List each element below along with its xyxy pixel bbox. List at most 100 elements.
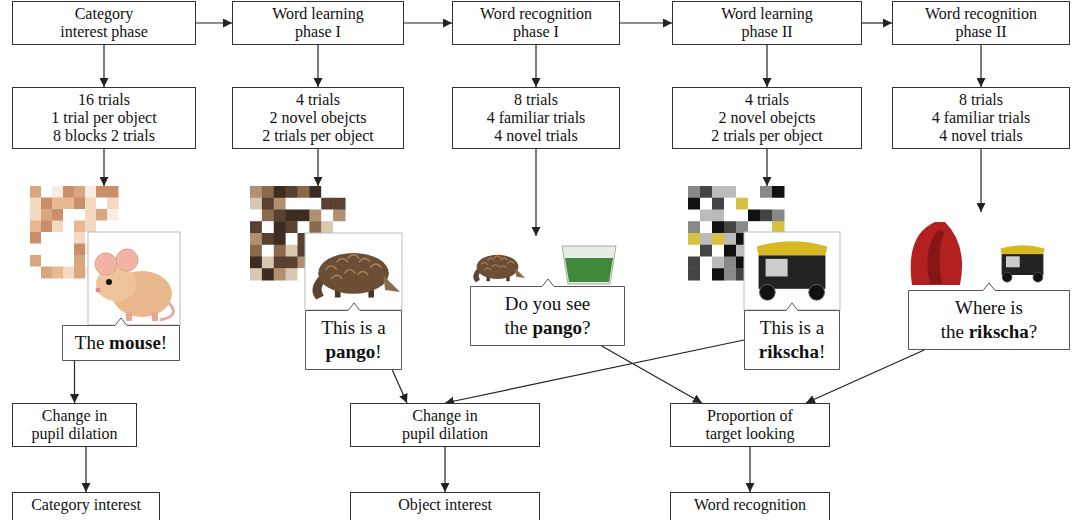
scrambled-picture [63,232,75,244]
flow-arrow [404,22,452,23]
scrambled-picture [321,198,333,210]
box-label: 2 novel obejcts [677,109,857,127]
box-label: Category interest phase [17,5,191,41]
scrambled-picture [85,209,97,221]
scrambled-picture [772,210,785,222]
pangolin-picture [473,255,525,282]
scrambled-picture [286,233,298,245]
scrambled-picture [286,245,298,257]
bubble-outline-path [306,303,402,370]
scrambled-picture [688,233,701,245]
box-label: Proportion of target looking [675,407,825,443]
scrambled-picture [712,257,725,269]
scrambled-picture [30,221,42,233]
box-label: 4 familiar trials [897,109,1065,127]
scrambled-picture [30,244,42,256]
mouse-picture [152,312,158,321]
scrambled-picture [52,186,64,198]
scrambled-picture [85,186,97,198]
flow-arrow [535,45,536,87]
scrambled-picture [74,209,86,221]
scrambled-picture [688,186,701,198]
scrambled-picture [286,268,298,280]
scrambled-picture [52,209,64,221]
scrambled-picture [700,221,713,233]
rikscha-picture [1002,272,1012,282]
scrambled-picture [712,210,725,222]
flow-arrow [602,346,702,403]
scrambled-picture [107,221,119,233]
bubble-outline-path [909,283,1070,350]
scrambled-picture [736,186,749,198]
flow-arrow [317,45,318,87]
box-label: 8 blocks 2 trials [17,127,191,145]
flow-arrow [196,22,232,23]
box-label: Word recognition phase II [897,5,1065,41]
scrambled-picture [298,198,310,210]
scrambled-picture [274,186,286,198]
flow-arrow [392,370,407,403]
speech-bubble: The mouse! [30,186,180,361]
rikscha-picture [757,241,827,300]
flow-arrow [980,45,981,87]
bubble-outline-path [471,279,625,346]
scrambled-picture [250,257,262,269]
scrambled-picture [52,255,64,267]
scrambled-picture [41,244,53,256]
flow-arrow [103,149,104,186]
speech-bubble: This is a pango! [250,186,402,370]
bubble-outline: Where is the rikscha? [908,290,1070,350]
scrambled-picture [298,186,310,198]
mouse-picture [96,288,101,293]
box-label: 8 trials [457,91,615,109]
flow-arrow [103,45,104,87]
trial-info-box: 4 trials2 novel obejcts2 trials per obje… [672,87,862,149]
scrambled-picture [250,245,262,257]
scrambled-picture [30,186,42,198]
scrambled-picture [724,233,737,245]
box-label: 4 trials [237,91,399,109]
scrambled-picture [333,198,345,210]
scrambled-picture [250,221,262,233]
scrambled-picture [74,267,86,279]
scrambled-picture [724,186,737,198]
trial-info-box: 16 trials1 trial per object8 blocks 2 tr… [12,87,196,149]
scrambled-picture [96,186,108,198]
scrambled-picture [52,267,64,279]
mouse-picture [106,279,112,285]
scrambled-picture [724,221,737,233]
scrambled-picture [74,221,86,233]
box-label: Change in pupil dilation [17,407,132,443]
scrambled-picture [262,245,274,257]
pangolin-picture [515,268,525,278]
scrambled-picture [298,221,310,233]
scrambled-picture [274,198,286,210]
scrambled-picture [286,221,298,233]
scrambled-picture [30,267,42,279]
scrambled-picture [85,221,97,233]
speech-bubble: This is a rikscha! [688,186,840,370]
utterance: Do you see the pango? [476,292,619,340]
box-label: Word learning phase II [677,5,857,41]
scrambled-picture [688,257,701,269]
outcome-box: Word recognition [670,492,830,520]
scrambled-picture [298,210,310,222]
scrambled-picture [700,233,713,245]
pangolin-picture [326,255,382,279]
scrambled-picture [41,267,53,279]
rikscha-picture [757,241,827,255]
scrambled-picture [724,257,737,269]
scrambled-picture [712,245,725,257]
flow-arrow [620,22,672,23]
bubble-outline: The mouse! [62,325,180,361]
scrambled-picture [274,210,286,222]
rikscha-picture [1002,254,1044,275]
scrambled-picture [286,186,298,198]
rikscha-picture [759,255,826,288]
box-label: 2 novel obejcts [237,109,399,127]
bubble-outline: This is a pango! [305,310,402,370]
scrambled-picture [262,257,274,269]
speech-bubble: Do you see the pango? [470,236,625,346]
rikscha-picture [744,232,840,310]
